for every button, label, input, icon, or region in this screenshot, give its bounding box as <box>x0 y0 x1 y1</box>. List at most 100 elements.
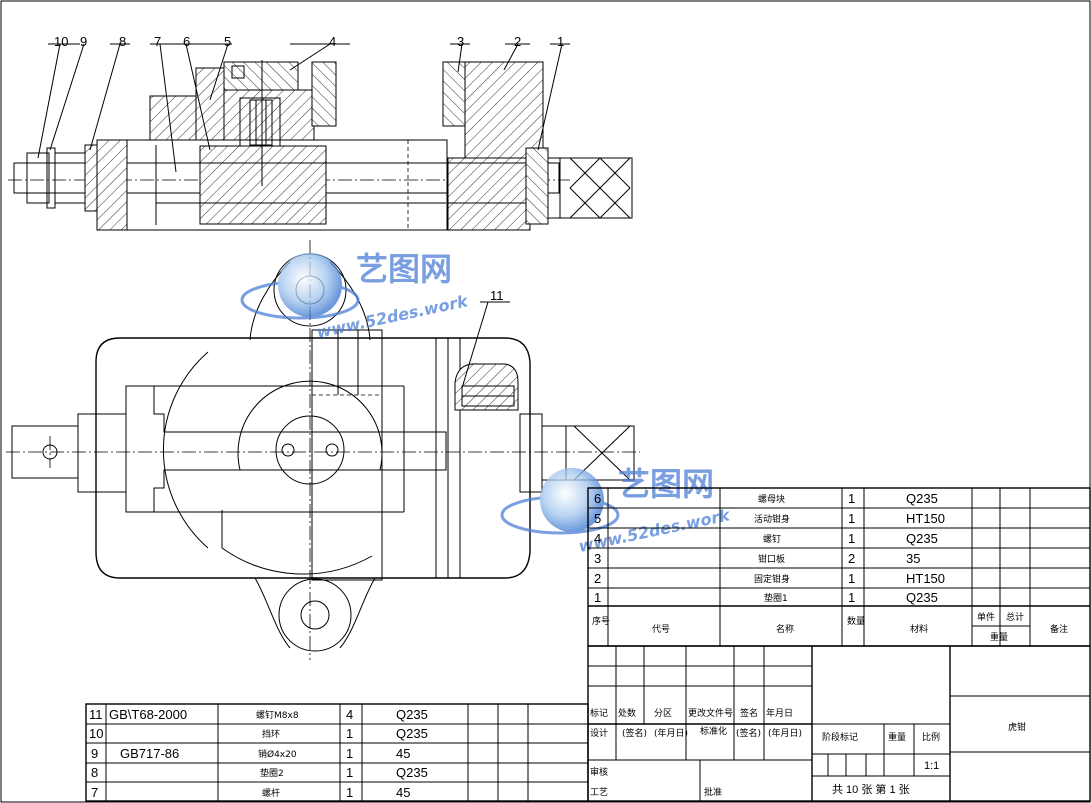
fixed-body-right <box>464 61 544 159</box>
svg-text:设计: 设计 <box>590 727 608 739</box>
svg-text:6: 6 <box>594 491 601 506</box>
watermark-brand-2: 艺图网 <box>618 465 714 503</box>
svg-text:更改文件号: 更改文件号 <box>688 707 733 719</box>
retaining-ring <box>26 152 50 204</box>
set-screw <box>223 61 299 91</box>
svg-text:签名: 签名 <box>740 707 758 719</box>
upper-row-3: 3 钳口板 2 35 <box>594 551 920 566</box>
upper-row-5: 5 活动钳身 1 HT150 <box>594 511 945 526</box>
bom-header-row: 序号 代号 名称 数量 材料 单件 总计 重量 备注 <box>592 611 1068 643</box>
svg-text:钳口板: 钳口板 <box>758 553 785 565</box>
svg-text:Q235: Q235 <box>906 531 938 546</box>
svg-text:备注: 备注 <box>1050 623 1068 635</box>
balloon-10: 10 <box>54 34 68 49</box>
weight-label: 重量 <box>888 731 906 743</box>
svg-text:2: 2 <box>594 571 601 586</box>
scale-label: 比例 <box>922 731 940 743</box>
svg-text:8: 8 <box>91 765 98 780</box>
svg-text:螺钉M8x8: 螺钉M8x8 <box>256 710 299 721</box>
svg-text:2: 2 <box>848 551 855 566</box>
review-label: 审核 <box>590 766 608 778</box>
balloon-3: 3 <box>457 34 464 49</box>
svg-text:螺杆: 螺杆 <box>262 787 280 799</box>
svg-text:35: 35 <box>906 551 920 566</box>
watermark-lower: 艺图网 www.52des.work <box>500 465 733 556</box>
svg-text:HT150: HT150 <box>906 571 945 586</box>
scale-value: 1:1 <box>924 760 939 772</box>
parts-list-upper: 6 螺母块 1 Q235 5 活动钳身 1 HT150 4 螺钉 1 Q235 … <box>587 487 1091 647</box>
design-row-labels: 设计 (签名) (年月日) 标准化 (签名) (年月日) <box>590 725 802 739</box>
balloon-9: 9 <box>80 34 87 49</box>
balloon-7: 7 <box>154 34 161 49</box>
svg-text:(年月日): (年月日) <box>768 727 802 739</box>
svg-text:分区: 分区 <box>654 708 672 719</box>
svg-text:1: 1 <box>848 571 855 586</box>
svg-text:销Ø4x20: 销Ø4x20 <box>258 748 297 760</box>
title-block: 标记 处数 分区 更改文件号 签名 年月日 设计 (签名) (年月日) 标准化 … <box>587 645 1091 802</box>
svg-text:重量: 重量 <box>990 631 1008 643</box>
svg-text:Q235: Q235 <box>396 726 428 741</box>
svg-text:GB717-86: GB717-86 <box>120 746 179 761</box>
svg-text:代号: 代号 <box>652 624 670 635</box>
svg-text:45: 45 <box>396 746 410 761</box>
lower-row-10: 10 挡环 1 Q235 <box>89 726 428 741</box>
svg-text:处数: 处数 <box>618 707 636 719</box>
svg-text:1: 1 <box>594 590 601 605</box>
svg-text:5: 5 <box>594 511 601 526</box>
svg-text:HT150: HT150 <box>906 511 945 526</box>
svg-text:4: 4 <box>346 707 353 722</box>
lower-row-7: 7 螺杆 1 45 <box>91 785 410 800</box>
jaw-plate-left <box>311 61 337 127</box>
svg-text:GB\T68-2000: GB\T68-2000 <box>109 707 187 722</box>
svg-text:螺母块: 螺母块 <box>758 493 785 505</box>
svg-text:数量: 数量 <box>847 615 865 627</box>
svg-text:1: 1 <box>346 726 353 741</box>
svg-text:7: 7 <box>91 785 98 800</box>
svg-text:垫圈1: 垫圈1 <box>764 592 788 604</box>
svg-text:1: 1 <box>346 785 353 800</box>
svg-text:年月日: 年月日 <box>766 707 793 719</box>
balloon-1: 1 <box>557 34 564 49</box>
balloon-5: 5 <box>224 34 231 49</box>
upper-row-6: 6 螺母块 1 Q235 <box>594 491 938 506</box>
svg-text:固定钳身: 固定钳身 <box>754 573 790 585</box>
svg-text:10: 10 <box>89 726 103 741</box>
sheet-info: 共 10 张 第 1 张 <box>832 782 910 796</box>
front-view-leaders: 10 9 8 7 6 5 4 3 2 1 <box>37 34 570 173</box>
svg-text:1: 1 <box>848 590 855 605</box>
approve-label: 批准 <box>704 786 722 798</box>
front-section-view <box>8 60 633 231</box>
top-view: 11 <box>6 240 640 660</box>
svg-text:Q235: Q235 <box>906 590 938 605</box>
svg-text:45: 45 <box>396 785 410 800</box>
process-label: 工艺 <box>590 787 608 798</box>
svg-text:Q235: Q235 <box>396 765 428 780</box>
balloon-6: 6 <box>183 34 190 49</box>
pin <box>46 147 56 209</box>
nut-block <box>199 145 327 225</box>
svg-text:序号: 序号 <box>592 615 610 627</box>
upper-row-1: 1 垫圈1 1 Q235 <box>594 590 938 605</box>
lower-row-8: 8 垫圈2 1 Q235 <box>91 765 428 780</box>
svg-text:单件: 单件 <box>977 611 995 623</box>
balloon-4: 4 <box>329 34 336 49</box>
svg-text:9: 9 <box>91 746 98 761</box>
svg-text:1: 1 <box>346 746 353 761</box>
svg-text:1: 1 <box>848 531 855 546</box>
svg-text:挡环: 挡环 <box>262 728 280 740</box>
svg-text:垫圈2: 垫圈2 <box>260 767 284 779</box>
washer-1 <box>525 147 549 225</box>
balloon-2: 2 <box>514 34 521 49</box>
upper-row-4: 4 螺钉 1 Q235 <box>594 531 938 546</box>
balloon-8: 8 <box>119 34 126 49</box>
balloon-11: 11 <box>490 288 504 303</box>
drawing-name: 虎钳 <box>1008 721 1026 733</box>
svg-text:名称: 名称 <box>776 623 794 635</box>
svg-text:(年月日): (年月日) <box>654 727 688 739</box>
svg-text:(签名): (签名) <box>622 727 647 739</box>
svg-text:3: 3 <box>594 551 601 566</box>
svg-text:活动钳身: 活动钳身 <box>754 513 790 525</box>
svg-text:Q235: Q235 <box>906 491 938 506</box>
